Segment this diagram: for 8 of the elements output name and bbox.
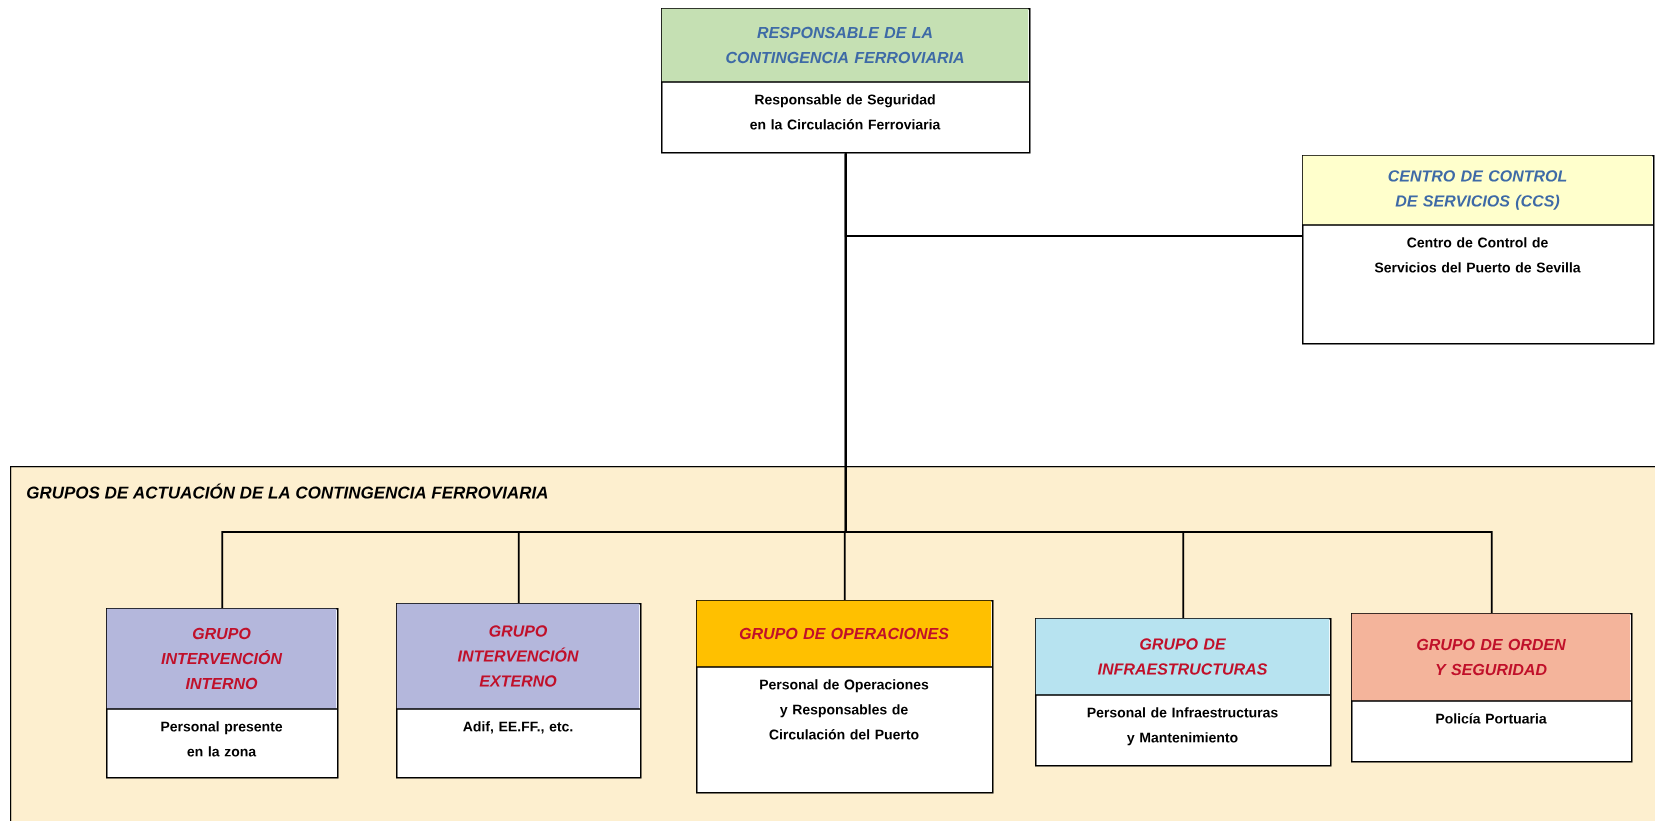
org-box: GRUPO INTERVENCIÓN INTERNO Personal presente en la zona (105, 608, 339, 779)
connector-line (844, 152, 1493, 614)
org-box: GRUPO INTERVENCIÓN EXTERNO Adif, EE.FF., etc. (395, 603, 642, 779)
org-box: GRUPO DE OPERACIONES Personal de Operaciones y Responsables de Circulación del Puerto (695, 600, 994, 794)
org-box: GRUPO DE ORDEN Y SEGURIDAD Policía Portuaria (1350, 613, 1633, 763)
org-box: RESPONSABLE DE LA CONTINGENCIA FERROVIARIA Responsable de Seguridad en la Circulación Ferroviaria (660, 8, 1031, 154)
org-box: GRUPO DE INFRAESTRUCTURAS Personal de Infraestructuras y Mantenimiento (1034, 618, 1332, 767)
org-box: CENTRO DE CONTROL DE SERVICIOS (CCS) Centro de Control de Servicios del Puerto de Sevilla (1301, 155, 1655, 345)
